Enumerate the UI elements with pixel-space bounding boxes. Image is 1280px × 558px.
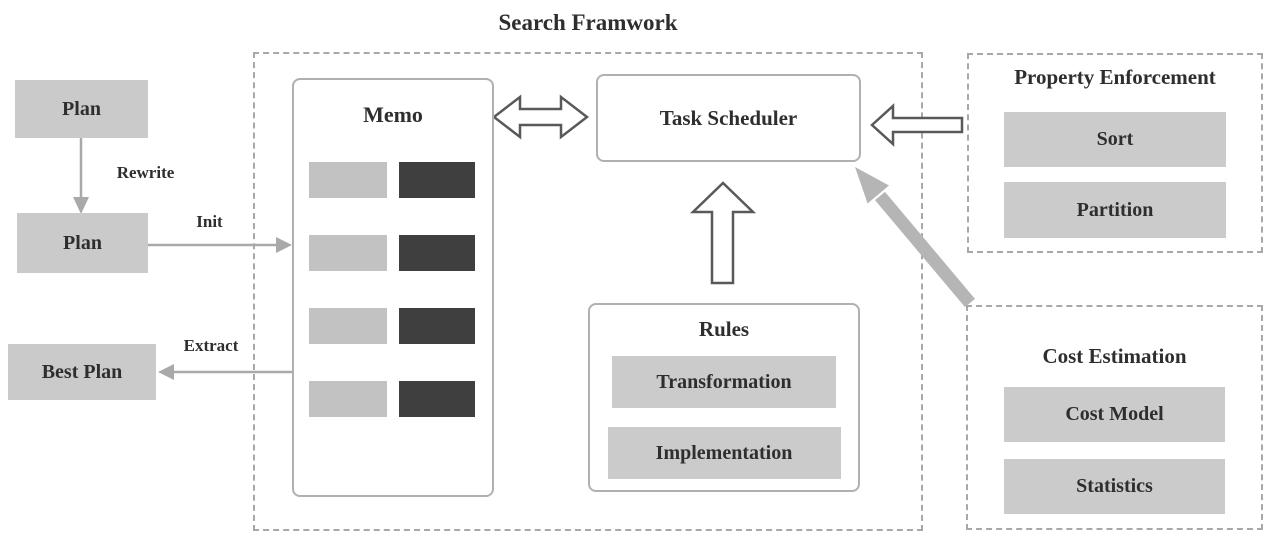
cost-estimation-panel: Cost Estimation Cost Model Statistics bbox=[966, 305, 1263, 530]
cost-item-cost-model: Cost Model bbox=[1004, 387, 1225, 442]
extract-arrow bbox=[158, 364, 294, 380]
memo-row bbox=[309, 235, 475, 271]
cost-estimation-title: Cost Estimation bbox=[1042, 344, 1187, 368]
memo-row bbox=[309, 162, 475, 198]
memo-group-cell-dark bbox=[399, 308, 475, 344]
cost-item-statistics: Statistics bbox=[1004, 459, 1225, 514]
memo-group-cell-light bbox=[309, 308, 387, 344]
memo-row bbox=[309, 381, 475, 417]
plan-bottom-label: Plan bbox=[63, 231, 102, 254]
rule-item-transformation: Transformation bbox=[612, 356, 836, 408]
memo-group-cell-dark bbox=[399, 162, 475, 198]
memo-group-cell-dark bbox=[399, 235, 475, 271]
rewrite-arrow bbox=[73, 138, 89, 214]
property-item-partition: Partition bbox=[1004, 182, 1226, 238]
memo-group-cell-light bbox=[309, 235, 387, 271]
rules-panel: Rules Transformation Implementation bbox=[588, 303, 860, 492]
search-framework-title: Search Framwork bbox=[498, 10, 678, 35]
plan-top-label: Plan bbox=[62, 97, 101, 120]
init-label: Init bbox=[196, 212, 223, 231]
cost-scheduler-arrow bbox=[855, 167, 975, 308]
task-scheduler-title: Task Scheduler bbox=[659, 105, 798, 130]
plan-bottom-box: Plan bbox=[17, 213, 148, 273]
memo-row bbox=[309, 308, 475, 344]
memo-group-cell-dark bbox=[399, 381, 475, 417]
memo-scheduler-arrow bbox=[491, 94, 590, 140]
extract-label: Extract bbox=[183, 336, 239, 355]
best-plan-box: Best Plan bbox=[8, 344, 156, 400]
task-scheduler-box: Task Scheduler bbox=[596, 74, 861, 162]
plan-top-box: Plan bbox=[15, 80, 148, 138]
property-scheduler-arrow bbox=[870, 103, 964, 147]
best-plan-label: Best Plan bbox=[41, 360, 123, 383]
memo-title: Memo bbox=[363, 102, 423, 127]
property-enforcement-title: Property Enforcement bbox=[1014, 65, 1216, 89]
rules-title: Rules bbox=[698, 317, 750, 341]
memo-group-cell-light bbox=[309, 381, 387, 417]
property-item-sort: Sort bbox=[1004, 112, 1226, 167]
rules-scheduler-arrow bbox=[689, 181, 757, 285]
rewrite-label: Rewrite bbox=[116, 163, 175, 182]
memo-panel: Memo bbox=[292, 78, 494, 497]
memo-rows bbox=[309, 162, 475, 417]
rule-item-implementation: Implementation bbox=[607, 427, 841, 479]
property-enforcement-panel: Property Enforcement Sort Partition bbox=[967, 53, 1263, 253]
memo-group-cell-light bbox=[309, 162, 387, 198]
init-arrow bbox=[148, 237, 292, 253]
